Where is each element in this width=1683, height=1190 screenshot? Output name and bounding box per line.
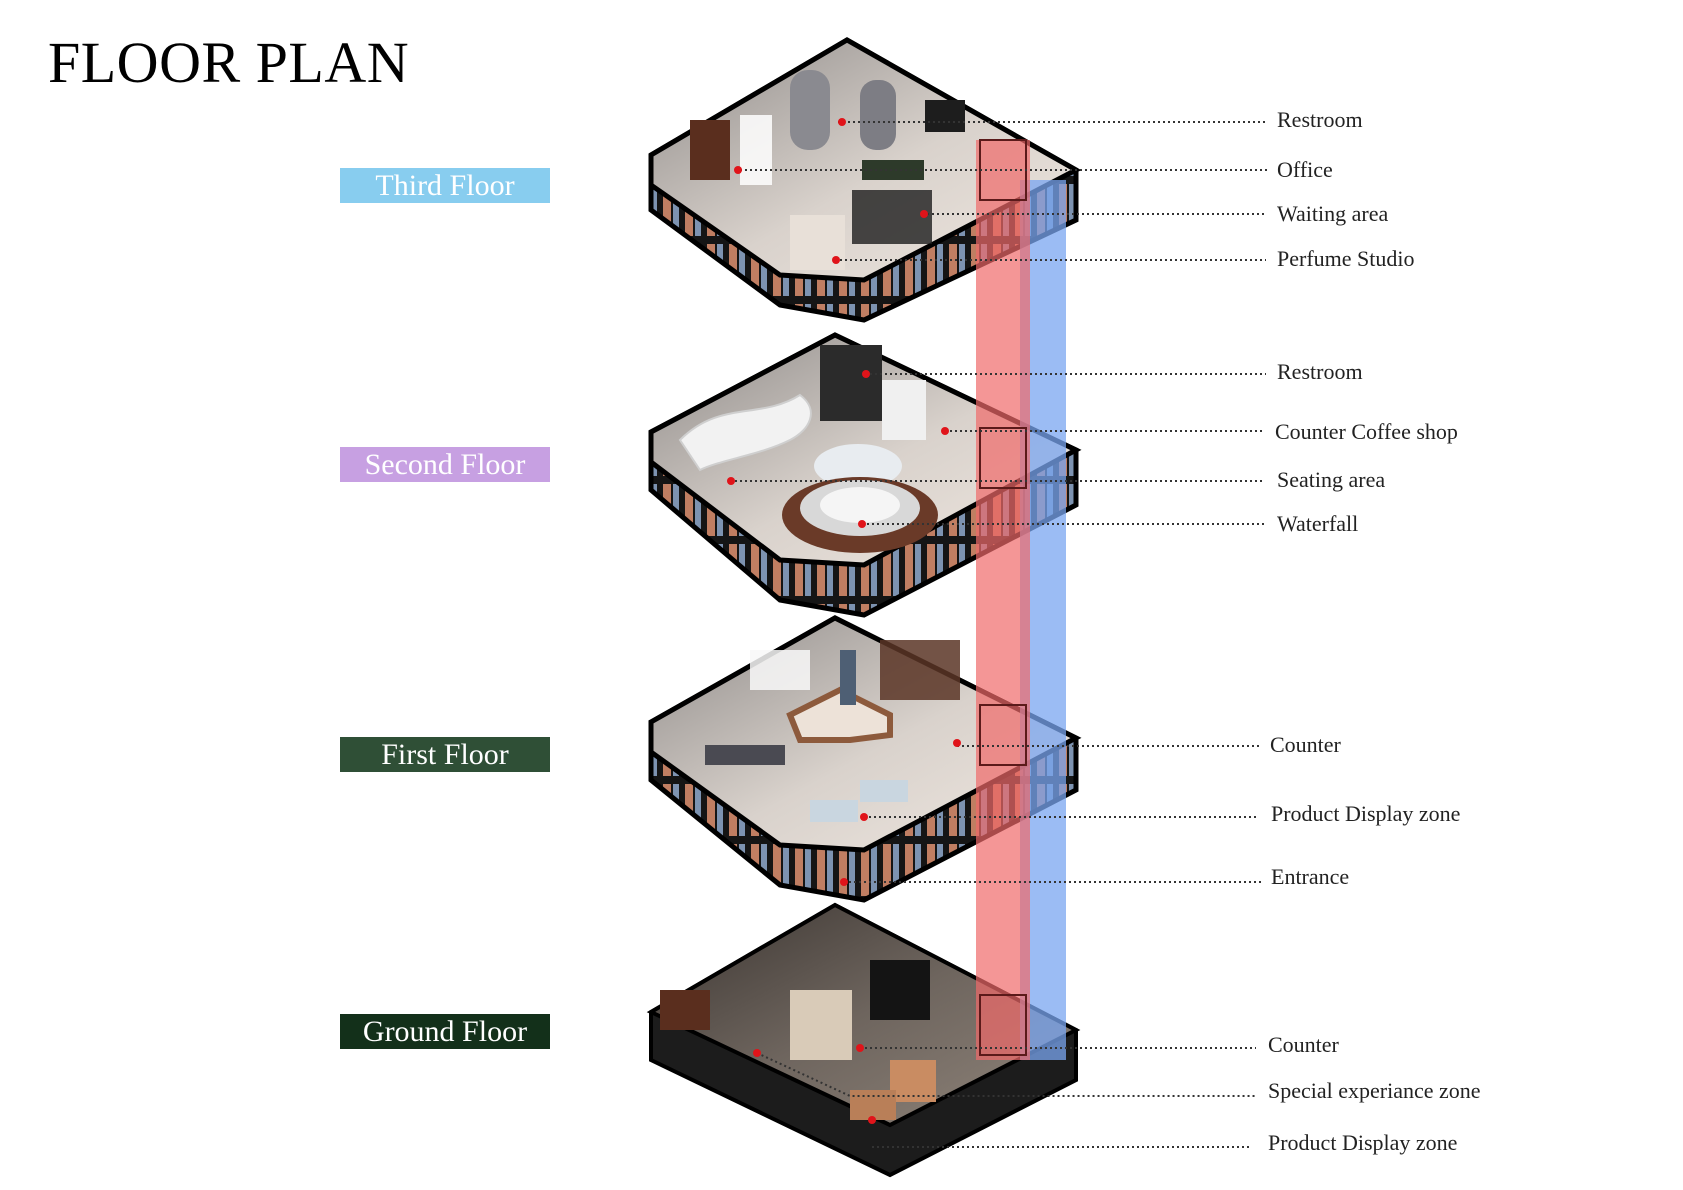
second-floor-restroom-wall [820, 345, 882, 421]
second-floor-block [648, 332, 1082, 618]
third-floor-wall-panel [740, 115, 772, 185]
marker-second-waterfall [858, 520, 866, 528]
marker-ground-display [868, 1116, 876, 1124]
first-floor-column [840, 650, 856, 705]
third-floor-dark-panel [925, 100, 965, 132]
room-markers [727, 118, 961, 1124]
third-floor-restroom-stall [790, 70, 830, 150]
marker-third-restroom [838, 118, 846, 126]
marker-third-perfume [832, 256, 840, 264]
second-floor-restroom-door [882, 380, 926, 440]
callout-third-restroom: Restroom [1277, 107, 1363, 132]
elevator-shaft [976, 139, 1066, 1060]
callout-ground-product-display: Product Display zone [1268, 1130, 1458, 1155]
third-floor-restroom-stall [860, 80, 896, 150]
callout-third-office: Office [1277, 157, 1333, 182]
page-title: FLOOR PLAN [48, 30, 410, 95]
second-floor-booth-center [820, 487, 900, 523]
marker-first-display [860, 813, 868, 821]
first-floor-wall-panels [880, 640, 960, 700]
ground-floor-label: Ground Floor [340, 1014, 550, 1049]
marker-second-coffee [941, 427, 949, 435]
callout-ground-special-zone: Special experiance zone [1268, 1078, 1481, 1103]
first-floor-shelving [750, 650, 810, 690]
ground-floor-block [646, 902, 1081, 1178]
marker-third-waiting [920, 210, 928, 218]
ground-floor-shelf [660, 990, 710, 1030]
second-floor-round-table [814, 444, 902, 488]
callout-second-seating-area: Seating area [1277, 467, 1386, 492]
callout-third-perfume-studio: Perfume Studio [1277, 246, 1415, 271]
third-floor-screen [852, 190, 932, 244]
third-floor-sofa [862, 160, 924, 180]
ground-floor-dark-wall [870, 960, 930, 1020]
marker-first-entrance [840, 878, 848, 886]
elevator-cab [979, 427, 1027, 489]
marker-second-seating [727, 477, 735, 485]
callout-first-counter: Counter [1270, 732, 1341, 757]
callout-second-restroom: Restroom [1277, 359, 1363, 384]
elevator-cab [979, 704, 1027, 766]
first-floor-display-case [810, 800, 858, 822]
second-floor-label: Second Floor [340, 447, 550, 482]
leader-lines [730, 121, 1268, 1148]
callout-second-counter-coffee-shop: Counter Coffee shop [1275, 419, 1458, 444]
callout-third-waiting-area: Waiting area [1277, 201, 1389, 226]
ground-floor-counter [790, 990, 852, 1060]
second-floor-wave-seating [678, 393, 812, 472]
elevator-shaft-red [976, 140, 1030, 1060]
third-floor-label: Third Floor [340, 168, 550, 203]
callout-first-product-display: Product Display zone [1271, 801, 1461, 826]
ground-floor-display-unit [850, 1090, 896, 1120]
first-floor-display-case [860, 780, 908, 802]
first-floor-label: First Floor [340, 737, 550, 772]
callout-second-waterfall: Waterfall [1277, 511, 1359, 536]
marker-ground-special [753, 1049, 761, 1057]
marker-third-office [734, 166, 742, 174]
first-floor-block [648, 615, 1082, 903]
marker-first-counter [953, 739, 961, 747]
third-floor-block [648, 37, 1082, 323]
first-floor-display-table [705, 745, 785, 765]
marker-second-restroom [862, 370, 870, 378]
marker-ground-counter [856, 1044, 864, 1052]
third-floor-shelf [690, 120, 730, 180]
elevator-cab [979, 994, 1027, 1056]
callout-first-entrance: Entrance [1271, 864, 1350, 889]
callout-ground-counter: Counter [1268, 1032, 1339, 1057]
